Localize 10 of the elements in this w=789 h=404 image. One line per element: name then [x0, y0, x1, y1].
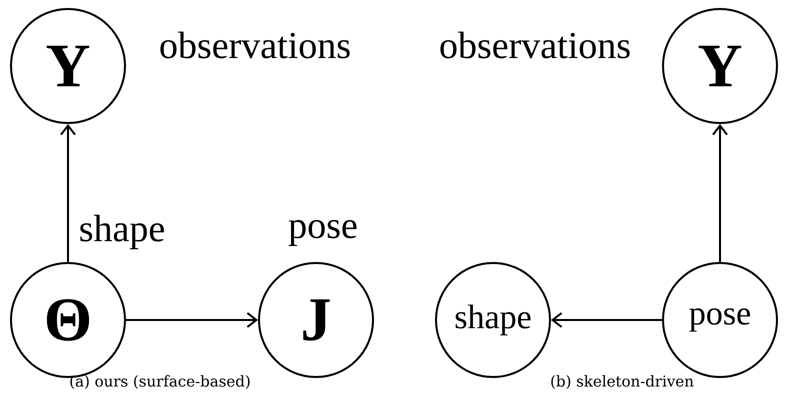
- arrow: [126, 312, 258, 328]
- arrow: [551, 312, 662, 328]
- arrow: [712, 124, 728, 262]
- caption: (a) ours (surface-based): [70, 375, 250, 389]
- caption: (b) skeleton-driven: [551, 375, 694, 389]
- node-label: shape: [80, 214, 164, 250]
- node-label: observations: [440, 32, 630, 58]
- node-label: pose: [288, 220, 356, 246]
- node-label: observations: [160, 32, 350, 58]
- arrow: [60, 124, 76, 262]
